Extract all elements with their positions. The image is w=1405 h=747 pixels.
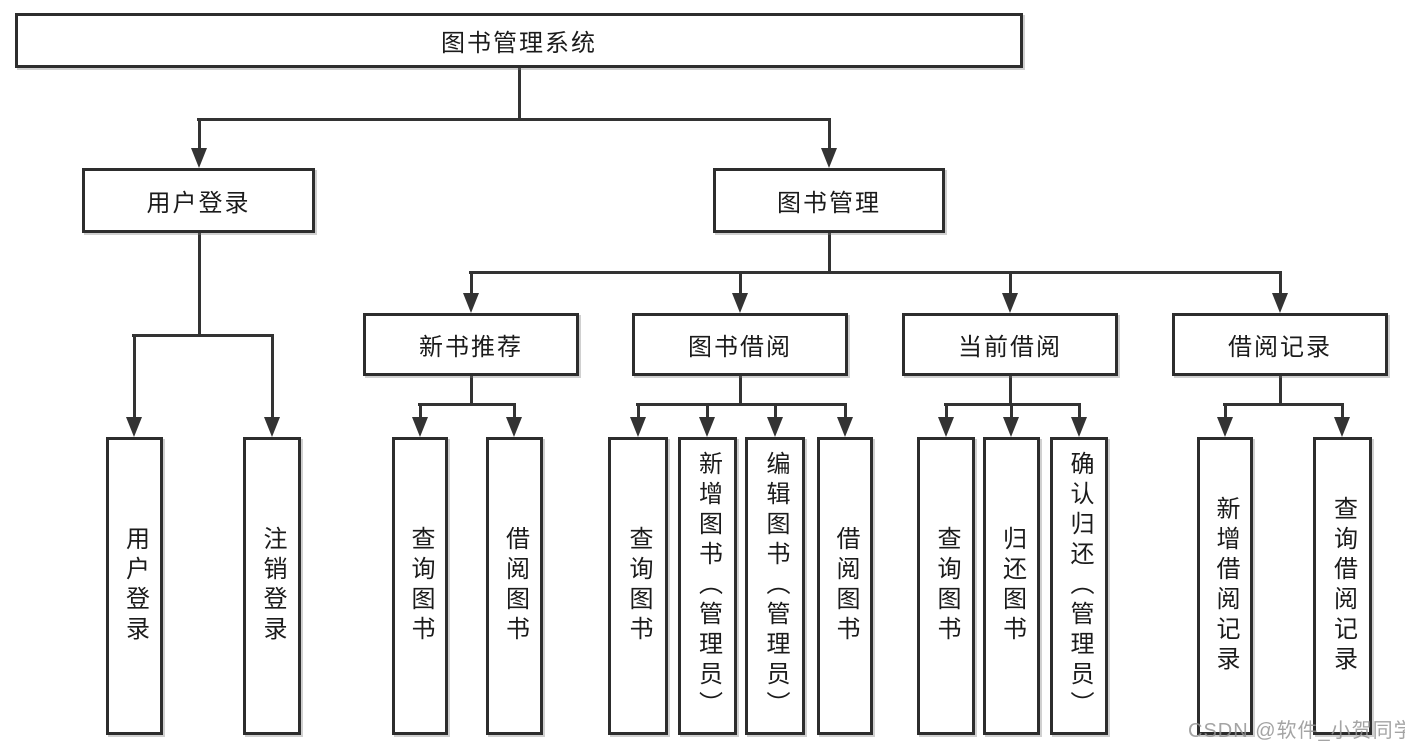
connector-line — [469, 376, 473, 406]
node-label: 新书推荐 — [419, 334, 523, 361]
node-label: 确认归还（管理员） — [1066, 451, 1093, 721]
connector-line — [738, 376, 742, 406]
connector-line — [1008, 376, 1012, 406]
arrow-down-icon — [412, 417, 428, 437]
csdn-watermark: CSDN @软件_小贺同学 — [1188, 720, 1405, 742]
node-label: 新增借阅记录 — [1212, 496, 1239, 676]
connector-line — [1278, 376, 1282, 406]
connector-arrow-stem — [705, 404, 709, 419]
connector-arrow-stem — [1009, 404, 1013, 419]
node-leaf-query-book-current: 查询图书 — [917, 437, 975, 735]
node-leaf-user-login: 用户登录 — [106, 437, 163, 735]
node-label: 用户登录 — [146, 190, 251, 217]
node-label: 借阅图书 — [501, 526, 529, 646]
node-label: 图书管理 — [777, 190, 881, 217]
connector-arrow-stem — [512, 404, 516, 419]
node-label: 注销登录 — [259, 526, 286, 646]
connector-line — [197, 117, 831, 121]
connector-line — [132, 333, 274, 337]
node-current-borrow: 当前借阅 — [902, 313, 1118, 376]
node-label: 查询图书 — [933, 526, 960, 646]
arrow-down-icon — [699, 417, 715, 437]
node-label: 用户登录 — [121, 526, 149, 646]
arrow-down-icon — [191, 148, 207, 168]
arrow-down-icon — [938, 417, 954, 437]
connector-arrow-stem — [132, 335, 136, 419]
node-label: 归还图书 — [998, 526, 1026, 646]
node-user-login: 用户登录 — [82, 168, 315, 233]
arrow-down-icon — [463, 293, 479, 313]
connector-arrow-stem — [738, 272, 742, 295]
node-leaf-borrow-book: 借阅图书 — [817, 437, 873, 735]
node-label: 查询借阅记录 — [1329, 496, 1357, 676]
node-label: 新增图书（管理员） — [694, 451, 722, 721]
arrow-down-icon — [1334, 417, 1350, 437]
node-label: 图书借阅 — [688, 334, 792, 361]
arrow-down-icon — [767, 417, 783, 437]
connector-arrow-stem — [418, 404, 422, 419]
connector-arrow-stem — [1278, 272, 1282, 295]
connector-line — [636, 402, 847, 406]
arrow-down-icon — [1272, 293, 1288, 313]
connector-arrow-stem — [469, 272, 473, 295]
arrow-down-icon — [506, 417, 522, 437]
connector-arrow-stem — [773, 404, 777, 419]
node-leaf-query-book-recommend: 查询图书 — [392, 437, 448, 735]
connector-line — [944, 402, 1081, 406]
node-leaf-add-book-admin: 新增图书（管理员） — [678, 437, 737, 735]
node-root: 图书管理系统 — [15, 13, 1023, 68]
arrow-down-icon — [732, 293, 748, 313]
connector-arrow-stem — [1223, 404, 1227, 419]
arrow-down-icon — [126, 417, 142, 437]
node-label: 借阅记录 — [1228, 334, 1332, 361]
connector-arrow-stem — [197, 119, 201, 150]
node-leaf-borrow-book-recommend: 借阅图书 — [486, 437, 543, 735]
connector-line — [197, 233, 201, 336]
connector-arrow-stem — [270, 335, 274, 419]
node-label: 查询图书 — [625, 526, 652, 646]
node-book-borrow: 图书借阅 — [632, 313, 848, 376]
connector-arrow-stem — [944, 404, 948, 419]
connector-line — [1223, 402, 1344, 406]
node-label: 当前借阅 — [958, 334, 1062, 361]
connector-arrow-stem — [1340, 404, 1344, 419]
node-leaf-query-book-borrow: 查询图书 — [608, 437, 668, 735]
connector-arrow-stem — [1077, 404, 1081, 419]
connector-arrow-stem — [636, 404, 640, 419]
node-book-management: 图书管理 — [713, 168, 945, 233]
connector-line — [469, 270, 1282, 274]
node-label: 编辑图书（管理员） — [762, 451, 789, 721]
connector-arrow-stem — [1008, 272, 1012, 295]
arrow-down-icon — [1217, 417, 1233, 437]
node-leaf-confirm-return-admin: 确认归还（管理员） — [1050, 437, 1108, 735]
node-leaf-logout: 注销登录 — [243, 437, 301, 735]
node-label: 查询图书 — [407, 526, 434, 646]
connector-arrow-stem — [843, 404, 847, 419]
node-label: 图书管理系统 — [441, 30, 597, 57]
node-leaf-add-borrow-record: 新增借阅记录 — [1197, 437, 1253, 735]
node-label: 借阅图书 — [832, 526, 859, 646]
node-leaf-query-borrow-record: 查询借阅记录 — [1313, 437, 1372, 735]
node-borrow-records: 借阅记录 — [1172, 313, 1388, 376]
arrow-down-icon — [1002, 293, 1018, 313]
connector-line — [827, 233, 831, 273]
arrow-down-icon — [821, 148, 837, 168]
connector-arrow-stem — [827, 119, 831, 150]
connector-line — [418, 402, 516, 406]
connector-line — [517, 68, 521, 120]
arrow-down-icon — [837, 417, 853, 437]
arrow-down-icon — [1003, 417, 1019, 437]
arrow-down-icon — [1071, 417, 1087, 437]
node-leaf-edit-book-admin: 编辑图书（管理员） — [745, 437, 805, 735]
arrow-down-icon — [264, 417, 280, 437]
arrow-down-icon — [630, 417, 646, 437]
node-new-book-recommend: 新书推荐 — [363, 313, 579, 376]
node-leaf-return-book: 归还图书 — [983, 437, 1040, 735]
